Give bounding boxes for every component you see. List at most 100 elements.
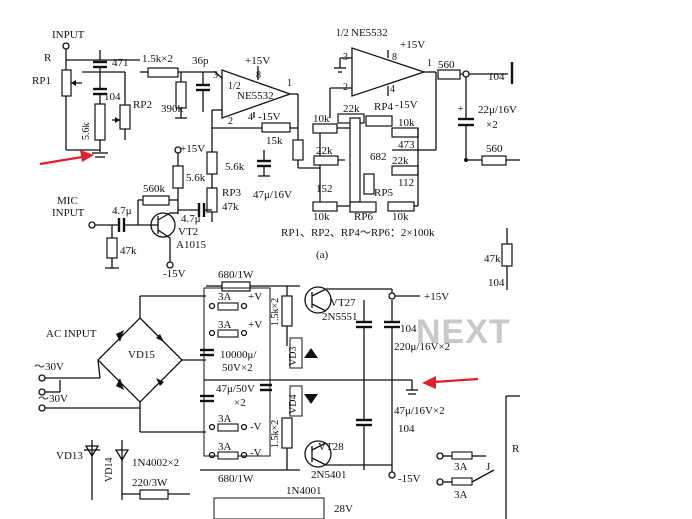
r15k-label: 15k [266, 135, 283, 147]
vd14-label: VD14 [104, 458, 115, 482]
rp2-label: RP2 [133, 99, 152, 111]
v28-label: 28V [334, 503, 353, 515]
c22u16-label: 22μ/16V [478, 104, 517, 116]
f3a-6-label: 3A [454, 489, 468, 501]
c47u50-label: 47μ/50V [216, 383, 255, 395]
fuse-1 [217, 302, 239, 311]
rp2-potentiometer [119, 104, 131, 130]
rp4-label: RP4 [374, 101, 393, 113]
half2-label: 1/2 [336, 28, 349, 39]
c152-label: 152 [316, 183, 333, 195]
c47u16x2-label: 47μ/16V×2 [394, 405, 445, 417]
j-label: J [486, 461, 491, 473]
r-220-3w [139, 489, 169, 500]
ac-input-label: AC INPUT [46, 328, 97, 340]
plus-v-1: +V [248, 291, 262, 303]
c220u-label: 220μ/16V×2 [394, 341, 450, 353]
r-560-b [481, 155, 507, 166]
c473-label: 473 [398, 139, 415, 151]
pin3a: 3 [213, 70, 218, 81]
pin2a: 2 [228, 116, 233, 127]
r47k-right-label: 47k [484, 253, 501, 265]
r-series-out [292, 139, 304, 161]
r22k-a-label: 22k [343, 103, 360, 115]
vd4-zener [289, 385, 303, 417]
r560k-label: 560k [143, 183, 166, 195]
r220-3w-label: 220/3W [132, 477, 168, 489]
x2-right-label: ×2 [486, 119, 498, 131]
c104-p-label: 104 [400, 323, 417, 335]
r-channel-label: R [44, 52, 52, 64]
c682-label: 682 [370, 151, 387, 163]
r56k2-label: 5.6k [225, 161, 245, 173]
svg-text:+: + [458, 104, 464, 115]
r10k-c-label: 10k [313, 211, 330, 223]
vt28-label: VT28 [318, 441, 344, 453]
rp1-label: RP1 [32, 75, 51, 87]
minus-v-2: -V [250, 447, 262, 459]
vt27-transistor [304, 286, 332, 314]
r-22k-c [391, 165, 419, 176]
r15kx2-label: 1.5k×2 [142, 53, 173, 65]
r47k-mic-label: 47k [120, 245, 137, 257]
vt2-label: VT2 [178, 226, 198, 238]
vd3-label: VD3 [288, 347, 299, 366]
c104-q-label: 104 [398, 423, 415, 435]
r-47k-mic [106, 237, 118, 259]
vd15-label: VD15 [128, 349, 155, 361]
r560b-label: 560 [486, 143, 503, 155]
rp4-rp6-pots [349, 117, 361, 203]
tilde30v-a: ～30V [34, 361, 64, 373]
red-arrow-right [433, 377, 479, 384]
minus-v-1: -V [250, 421, 262, 433]
r-680-1w [221, 281, 251, 292]
minus15v-a: -15V [258, 111, 281, 123]
mic-label-2: INPUT [52, 207, 85, 219]
minus15v-d: -15V [398, 473, 421, 485]
r680-1w-label: 680/1W [218, 269, 254, 281]
fuse-3 [217, 423, 239, 432]
pin4a: 4 [248, 112, 253, 123]
pin8b: 8 [392, 52, 397, 63]
r15kx2-b-label: 1.5k×2 [270, 298, 281, 326]
r560-label: 560 [438, 59, 455, 71]
plus15v-a: +15V [245, 55, 270, 67]
r47k-label: 47k [222, 201, 239, 213]
fuse-5 [451, 451, 473, 460]
rp4-potentiometer [365, 115, 393, 127]
f3a-5-label: 3A [454, 461, 468, 473]
c50vx2-label: 50V×2 [222, 362, 253, 374]
c36p-label: 36p [192, 55, 209, 67]
r-47k-right [501, 243, 513, 267]
a1015-label: A1015 [176, 239, 206, 251]
vt28-transistor [304, 440, 332, 468]
c104a-label: 104 [104, 91, 121, 103]
c10000u-label: 10000μ/ [220, 349, 257, 361]
vd13-label: VD13 [56, 450, 83, 462]
plus-v-2: +V [248, 319, 262, 331]
r-10k-a [312, 123, 338, 134]
r-1k5-upper [281, 295, 293, 327]
r-1k5-resistor [147, 67, 179, 78]
pin1a: 1 [287, 78, 292, 89]
r-5k6-resistor [94, 103, 106, 141]
r-10k-d [387, 201, 415, 212]
r-5k6-collector [172, 165, 184, 189]
rp6-label: RP6 [354, 211, 373, 223]
c47u-a-label: 4.7μ [112, 205, 132, 217]
rp-note: RP1、RP2、RP4～RP6：2×100k [281, 227, 435, 239]
r-5k6-second [206, 151, 218, 175]
rp6-potentiometer [349, 201, 377, 213]
fuse-4 [217, 451, 239, 460]
r-10k-b [391, 127, 419, 138]
rp3-potentiometer [206, 187, 218, 213]
c47u16-label: 47μ/16V [253, 189, 292, 201]
r10k-a-label: 10k [313, 113, 330, 125]
annotation-arrows [39, 150, 479, 389]
f3a-4-label: 3A [218, 441, 232, 453]
r10k-d-label: 10k [392, 211, 409, 223]
r680-1w-b-label: 680/1W [218, 473, 254, 485]
opamp-ne5532-a [221, 69, 292, 119]
pin4b: 4 [390, 84, 395, 95]
x2-mid-label: ×2 [234, 397, 246, 409]
